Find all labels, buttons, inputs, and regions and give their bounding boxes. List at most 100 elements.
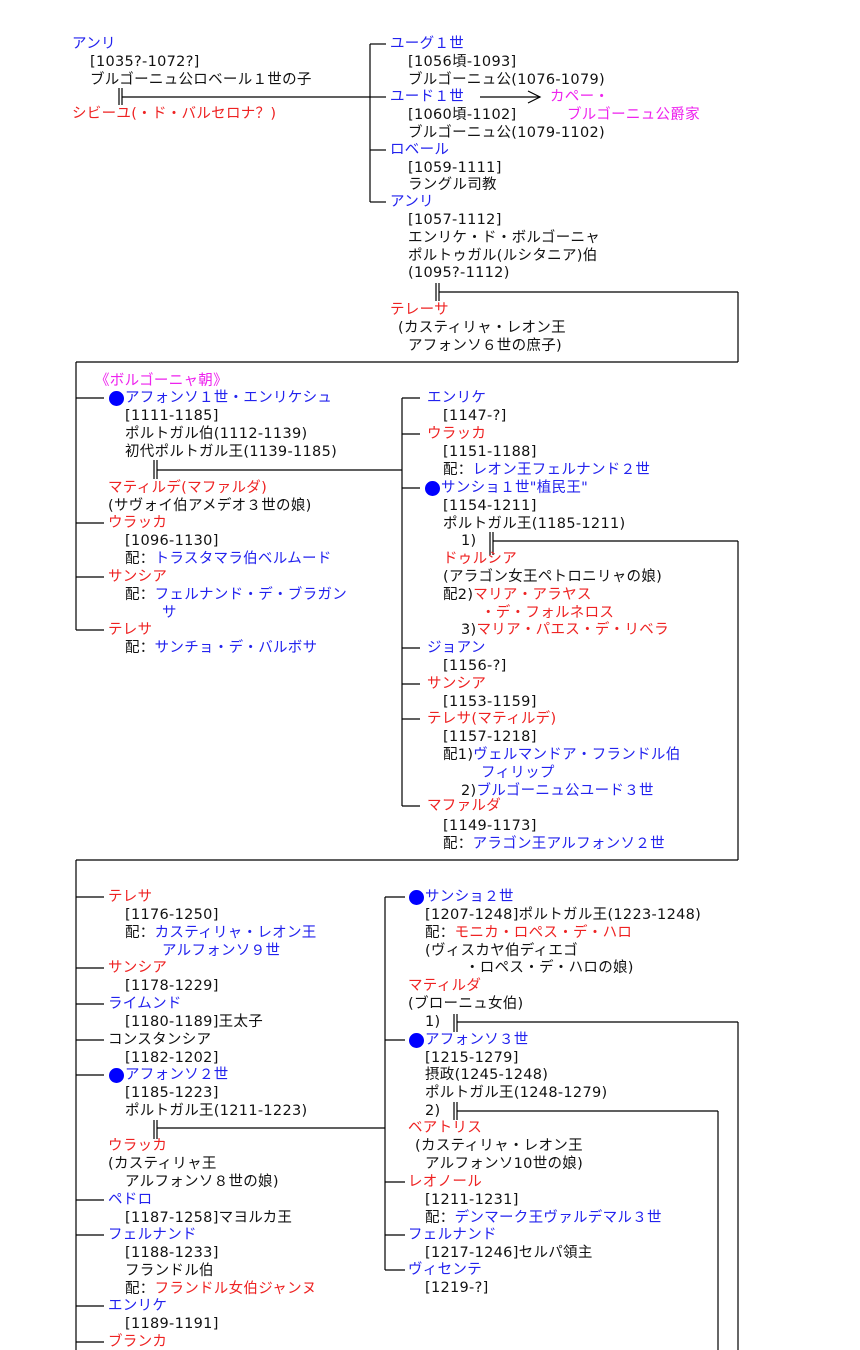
person-name: フランドル女伯ジャンヌ xyxy=(154,1281,317,1297)
entry-text: [1035?-1072?] xyxy=(90,54,200,70)
entry-text: アフォンソ６世の庶子) xyxy=(408,338,562,354)
chart-entry: ブルゴーニュ公爵家 xyxy=(567,106,700,124)
monarch-dot-icon xyxy=(409,1033,424,1048)
marriage-line-afonso3-first xyxy=(453,1014,739,1350)
person-name: レオノール xyxy=(408,1174,482,1190)
chart-entry: [1060頃-1102] xyxy=(408,106,516,124)
person-name: フェルナンド・デ・ブラガン xyxy=(154,587,348,603)
chart-entry: フランドル伯 xyxy=(125,1262,214,1280)
entry-text: (カスティリャ・レオン王 xyxy=(398,320,566,336)
chart-entry: テレサ(マティルデ) xyxy=(427,710,556,728)
chart-entry: [1215-1279] xyxy=(425,1049,519,1067)
chart-entry: [1056頃-1093] xyxy=(408,53,516,71)
chart-entry: [1111-1185] xyxy=(125,407,219,425)
person-name: ブルゴーニュ公爵家 xyxy=(567,107,700,123)
person-name: サンシア xyxy=(108,569,168,585)
chart-entry: 配：アラゴン王アルフォンソ２世 xyxy=(443,835,665,853)
entry-text: 摂政(1245-1248) xyxy=(425,1067,549,1083)
entry-text: ポルトガル王(1185-1211) xyxy=(443,516,626,532)
person-name: 《ボルゴーニャ朝》 xyxy=(95,373,228,389)
person-name: サンショ１世"植民王" xyxy=(441,480,589,496)
entry-text: 配： xyxy=(425,925,455,941)
entry-text: [1211-1231] xyxy=(425,1192,519,1208)
chart-entry: 配：フランドル女伯ジャンヌ xyxy=(125,1280,317,1298)
chart-entry: サンショ２世 xyxy=(425,888,514,906)
entry-text: 1) xyxy=(425,1014,441,1030)
entry-text: [1147-?] xyxy=(443,408,507,424)
chart-entry: [1057-1112] xyxy=(408,211,502,229)
chart-entry: コンスタンシア xyxy=(108,1031,211,1049)
entry-text: 配： xyxy=(125,587,155,603)
children-bracket-sancho1 xyxy=(75,860,104,1350)
children-bracket-afonso2 xyxy=(384,896,405,1271)
person-name: アフォンソ２世 xyxy=(125,1067,229,1083)
chart-entry: サンショ１世"植民王" xyxy=(441,479,588,497)
entry-text: 配2) xyxy=(443,587,474,603)
chart-entry: [1178-1229] xyxy=(125,977,219,995)
entry-text: [1187-1258]マヨルカ王 xyxy=(125,1210,293,1226)
entry-text: [1096-1130] xyxy=(125,533,219,549)
chart-entry: 《ボルゴーニャ朝》 xyxy=(95,372,228,390)
entry-text: [1157-1218] xyxy=(443,729,537,745)
chart-entry: [1153-1159] xyxy=(443,693,537,711)
person-name: エンリケ xyxy=(427,390,487,406)
entry-text: 配1) xyxy=(443,747,474,763)
person-name: マリア・アラヤス xyxy=(473,587,592,603)
entry-text: [1180-1189]王太子 xyxy=(125,1014,264,1030)
entry-text: [1056頃-1093] xyxy=(408,54,517,70)
person-name: フィリップ xyxy=(481,765,555,781)
person-name: レオン王フェルナンド２世 xyxy=(472,462,651,478)
chart-entry: (ブローニュ女伯) xyxy=(408,995,524,1013)
chart-entry: フェルナンド xyxy=(108,1226,197,1244)
entry-text: 配： xyxy=(125,1281,155,1297)
chart-entry: マティルダ xyxy=(408,977,481,995)
chart-entry: レオノール xyxy=(408,1173,482,1191)
entry-text: 配： xyxy=(443,462,473,478)
person-name: カスティリャ・レオン王 xyxy=(154,925,317,941)
chart-entry: ブルゴーニュ公(1076-1079) xyxy=(408,71,605,89)
person-name: アンリ xyxy=(390,194,434,210)
chart-entry: ペドロ xyxy=(108,1191,152,1209)
chart-entry: ポルトガル伯(1112-1139) xyxy=(125,425,307,443)
person-name: ウラッカ xyxy=(427,426,487,442)
chart-entry: アンリ xyxy=(72,35,116,53)
person-name: トラスタマラ伯ベルムード xyxy=(154,551,332,567)
chart-entry: (サヴォイ伯アメデオ３世の娘) xyxy=(108,497,312,515)
entry-text: 配： xyxy=(125,640,155,656)
chart-entry: ・デ・フォルネロス xyxy=(481,604,614,622)
person-name: サンショ２世 xyxy=(425,889,514,905)
entry-text: ポルトガル王(1211-1223) xyxy=(125,1103,308,1119)
entry-text: ポルトガル王(1248-1279) xyxy=(425,1085,608,1101)
entry-text: 3) xyxy=(461,622,477,638)
chart-entry: ベアトリス xyxy=(408,1119,482,1137)
chart-entry: 配1)ヴェルマンドア・フランドル伯 xyxy=(443,746,681,764)
chart-entry: 配2)マリア・アラヤス xyxy=(443,586,592,604)
chart-entry: [1096-1130] xyxy=(125,532,219,550)
person-name: ジョアン xyxy=(427,640,486,656)
entry-text: アルフォンソ10世の娘) xyxy=(425,1156,584,1172)
chart-entry: フィリップ xyxy=(481,764,555,782)
chart-entry: ライムンド xyxy=(108,995,182,1013)
chart-entry: マティルデ(マファルダ) xyxy=(108,479,267,497)
entry-text: ポルトガル伯(1112-1139) xyxy=(125,426,308,442)
children-bracket-afonso1 xyxy=(401,397,420,807)
person-name: ヴェルマンドア・フランドル伯 xyxy=(473,747,681,763)
chart-entry: 1) xyxy=(425,1013,440,1031)
chart-entry: エンリケ xyxy=(108,1297,167,1315)
monarch-dot-icon xyxy=(409,890,424,905)
person-name: ユード１世 xyxy=(390,89,464,105)
chart-entry: [1180-1189]王太子 xyxy=(125,1013,263,1031)
chart-entry: ユード１世 xyxy=(390,88,464,106)
chart-entry: 初代ポルトガル王(1139-1185) xyxy=(125,443,337,461)
entry-text: フランドル伯 xyxy=(125,1263,214,1279)
chart-entry: [1156-?] xyxy=(443,657,507,675)
chart-entry: [1149-1173] xyxy=(443,817,537,835)
person-name: サンシア xyxy=(108,960,168,976)
person-name: アンリ xyxy=(72,36,116,52)
chart-entry: テレサ xyxy=(108,888,152,906)
entry-text: [1059-1111] xyxy=(408,160,502,176)
person-name: ライムンド xyxy=(108,996,182,1012)
entry-text: ポルトゥガル(ルシタニア)伯 xyxy=(408,248,598,264)
person-name: カペー・ xyxy=(550,89,610,105)
